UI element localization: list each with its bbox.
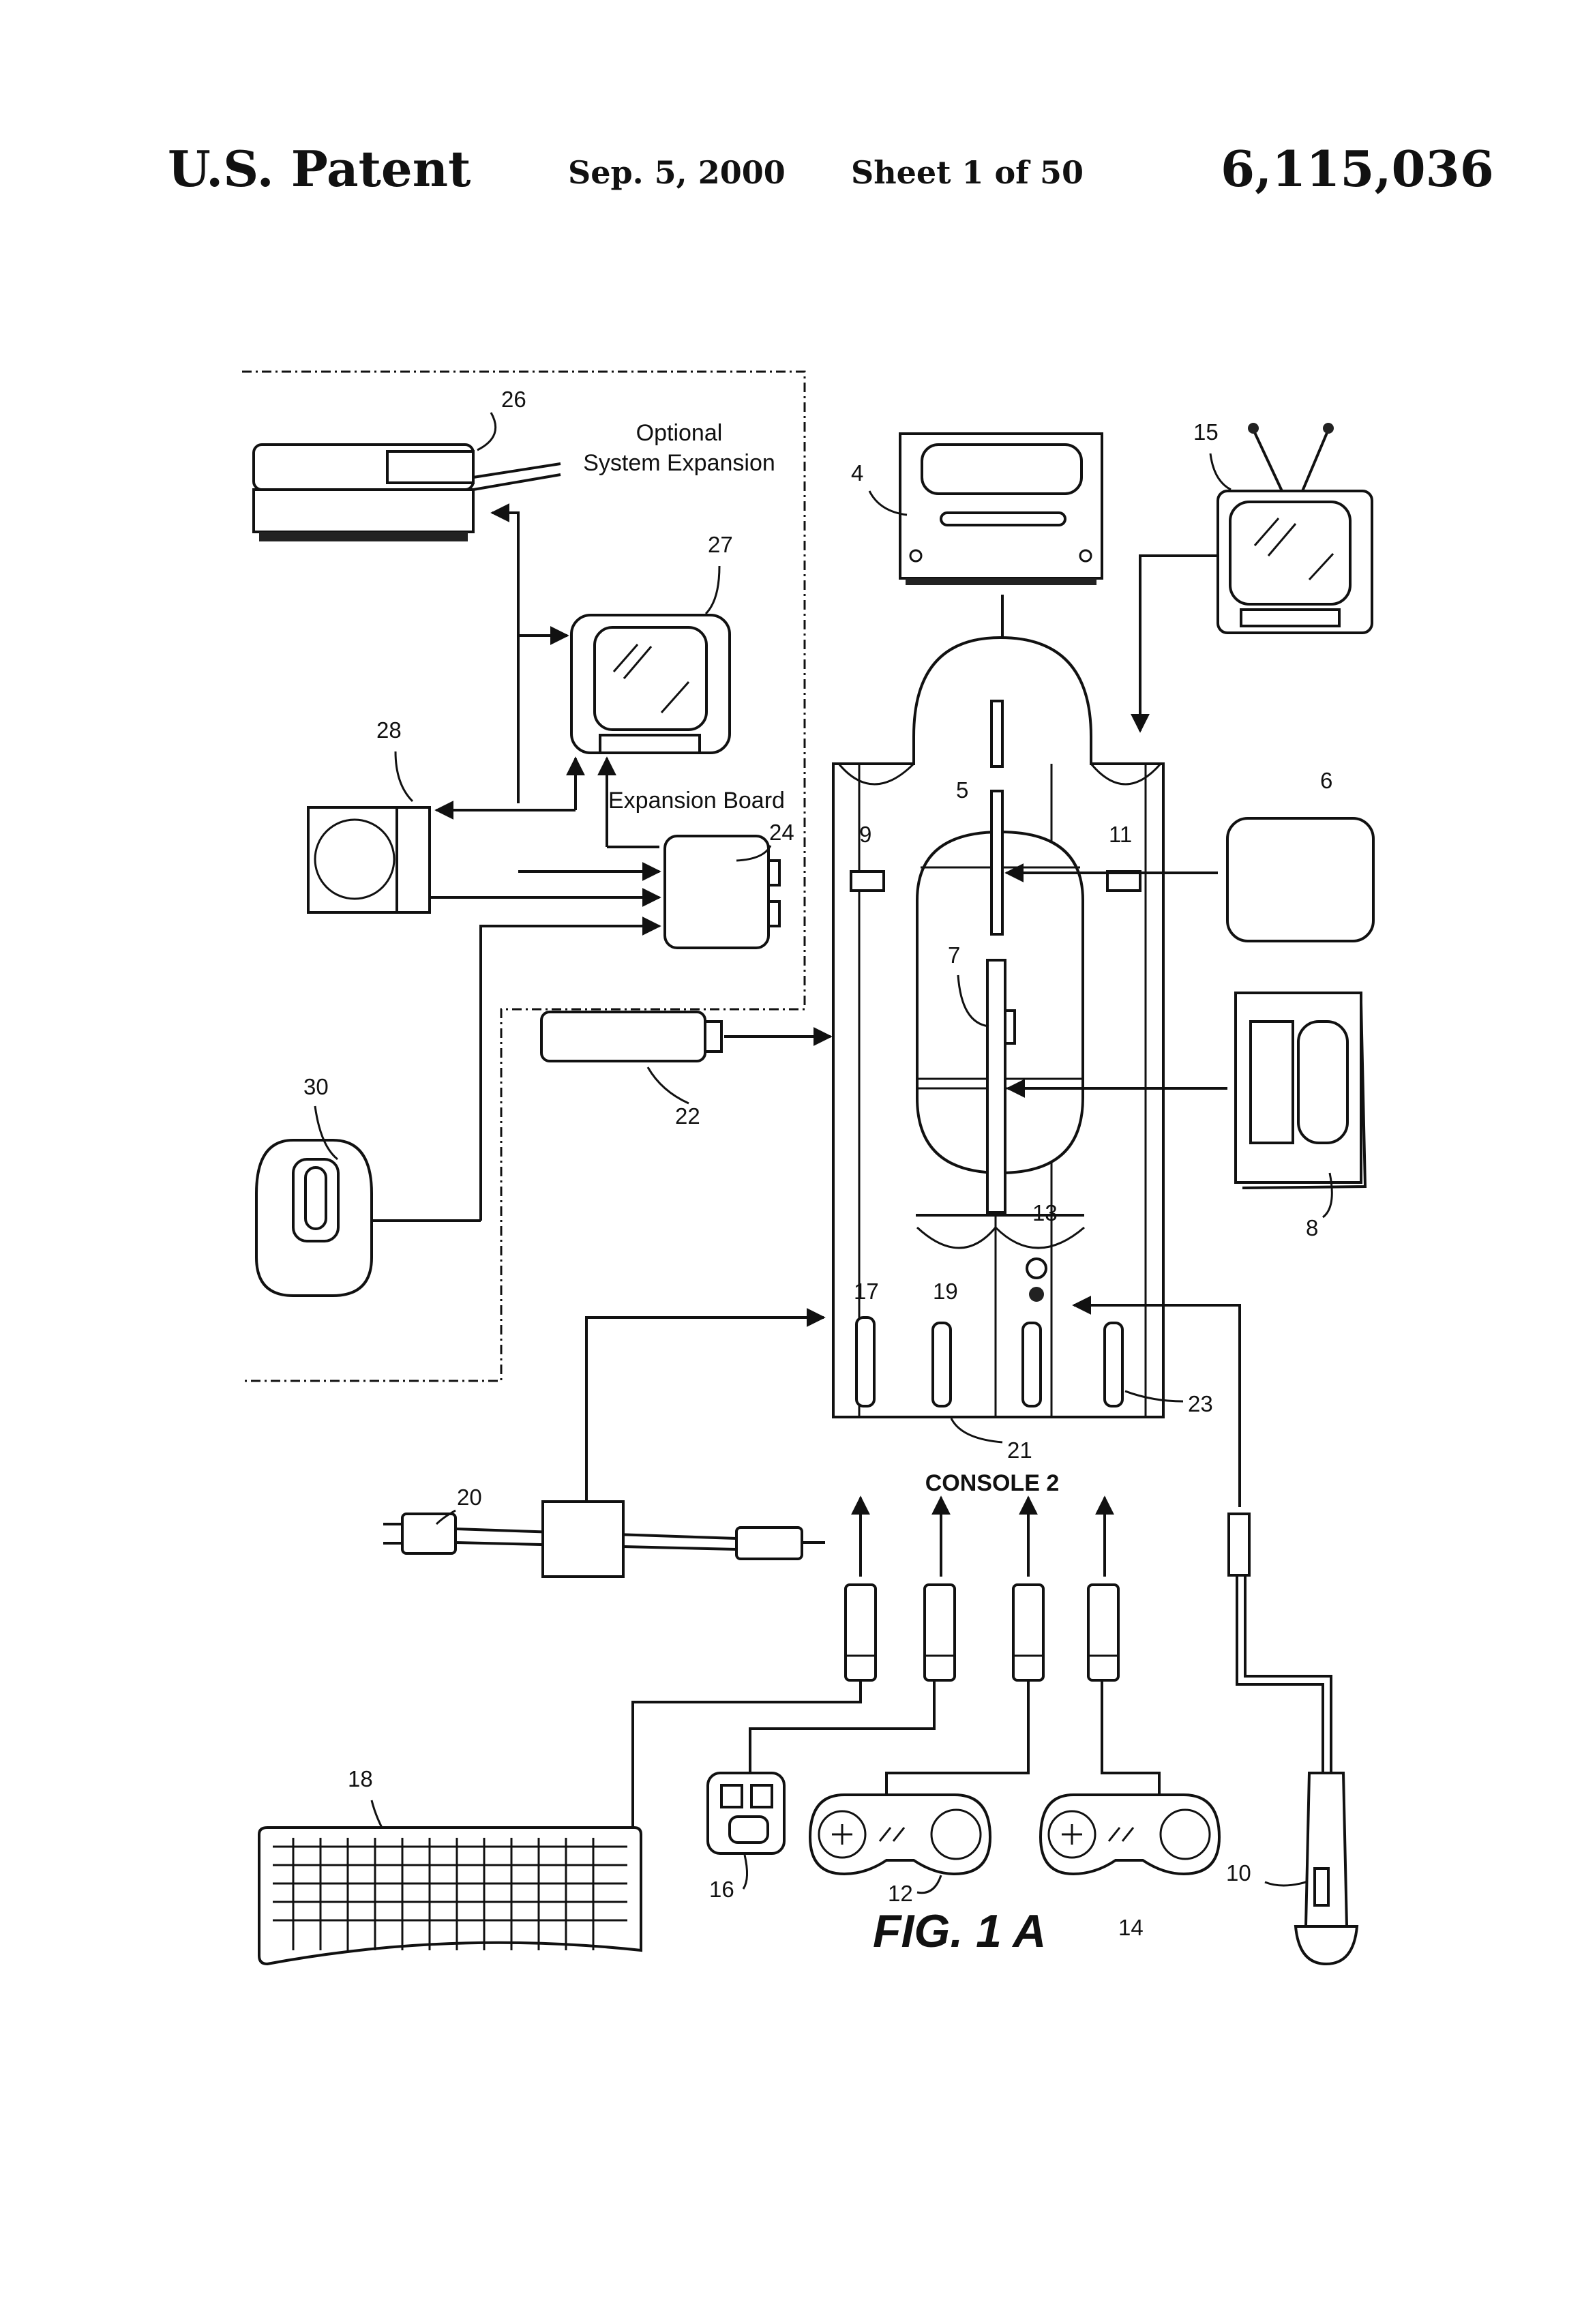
- ref-22: 22: [675, 1103, 700, 1129]
- device-16: [706, 1772, 786, 1855]
- peripheral-6: [1226, 817, 1375, 942]
- ref-13: 13: [1032, 1200, 1058, 1225]
- ref-21: 21: [1007, 1437, 1032, 1463]
- console-2: [832, 636, 1227, 1418]
- ref-28: 28: [376, 717, 402, 743]
- microphone-10: [1227, 1513, 1359, 1966]
- ref-6: 6: [1320, 768, 1332, 793]
- ref-30: 30: [303, 1074, 329, 1099]
- sheet-number: Sheet 1 of 50: [851, 154, 1084, 191]
- ref-10: 10: [1226, 1860, 1251, 1886]
- power-adapter-20: [383, 1308, 826, 1578]
- disk-drive-28: [307, 806, 431, 914]
- figure-caption: FIG. 1 A: [873, 1905, 1046, 1957]
- ref-19: 19: [933, 1279, 958, 1304]
- gamepad-12: [808, 1793, 992, 1876]
- ref-17: 17: [854, 1279, 879, 1304]
- ref-23: 23: [1188, 1391, 1213, 1416]
- ref-5: 5: [956, 777, 968, 803]
- keyboard-18: [258, 1826, 642, 1966]
- ref-20: 20: [457, 1485, 482, 1510]
- monitor-27: [570, 614, 731, 754]
- ref-26: 26: [501, 387, 526, 412]
- console-label: CONSOLE 2: [925, 1470, 1059, 1496]
- ref-18: 18: [348, 1766, 373, 1791]
- adapter-22: [540, 1011, 723, 1062]
- ref-24: 24: [769, 820, 794, 845]
- expansion-boundary: [242, 370, 806, 1382]
- patent-title: U.S. Patent: [168, 140, 471, 198]
- controller-plugs: [844, 1583, 1120, 1682]
- ref-16: 16: [709, 1877, 734, 1902]
- optional-label-2: System Expansion: [583, 450, 775, 476]
- printer-26: [252, 412, 561, 541]
- ref-8: 8: [1306, 1215, 1318, 1240]
- expansion-board-24: [663, 835, 781, 949]
- optional-label-1: Optional: [636, 420, 723, 446]
- ref-14: 14: [1118, 1915, 1144, 1940]
- expansion-board-label: Expansion Board: [608, 788, 785, 814]
- patent-date: Sep. 5, 2000: [568, 154, 786, 191]
- ref-11: 11: [1109, 822, 1132, 847]
- ref-15: 15: [1193, 419, 1219, 445]
- ref-7: 7: [948, 942, 960, 968]
- ref-27: 27: [708, 532, 733, 557]
- ref-12: 12: [888, 1881, 913, 1906]
- cassette-device-8: [1234, 992, 1367, 1189]
- mouse-30: [255, 1139, 481, 1297]
- television-15: [1217, 423, 1373, 634]
- patent-number: 6,115,036: [1221, 140, 1494, 198]
- game-cartridge-4: [899, 432, 1103, 585]
- ref-4: 4: [851, 460, 863, 486]
- ref-9: 9: [859, 822, 871, 847]
- gamepad-14: [1039, 1793, 1221, 1876]
